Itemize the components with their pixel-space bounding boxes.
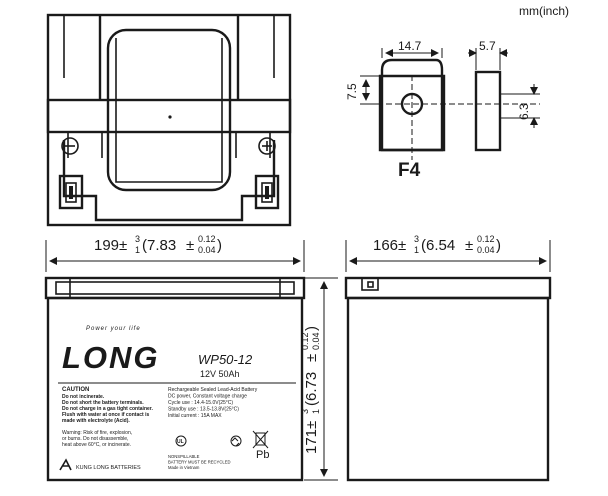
front-view: 199± 3 1 (7.83 ± 0.12 0.04 ) Power your … [44,234,306,482]
spec-text: Rechargeable Sealed Lead-Acid BatteryDC … [168,387,258,419]
terminal-hole-label: 7.5 [345,83,359,100]
warning-text: Warning: Risk of fire, explosion,or burn… [62,430,132,448]
svg-text:UL: UL [177,439,184,445]
spec_lines-line: DC power, Constant voltage charge [168,394,247,400]
spec_lines-line: Rechargeable Sealed Lead-Acid Battery [168,387,258,393]
minus-terminal-icon [61,137,79,155]
recycle_lines-line: Made in Vietnam [168,465,200,470]
label-brand: LONG [62,340,160,375]
side-view: 166± 3 1 (6.54 ± 0.12 0.04 ) [344,234,552,482]
caution_lines-line: Flush with water at once if contact is [62,412,149,418]
label-tagline: Power your life [86,326,141,332]
side-inch-plus: 0.12 [477,234,495,244]
recycle_lines-line: NONSPILLABLE [168,454,200,459]
spec_lines-line: Standby use : 13.5-13.8V(25°C) [168,407,239,413]
label-model: WP50-12 [198,352,253,367]
side-tol-minus: 1 [414,245,419,255]
caution-title: CAUTION [62,387,89,393]
side-pm: ± [465,237,473,254]
caution_lines-line: Do not incinerate. [62,394,105,400]
pb-symbol: Pb [256,449,269,461]
company-name: KUNG LONG BATTERIES [76,465,141,471]
svg-text:199±: 199± [94,237,127,254]
warning_lines-line: Warning: Risk of fire, explosion, [62,430,132,436]
height-dimension: 171± 3 1 (6.73 ± 0.12 0.04 ) [300,277,338,481]
front-length-value: 199 [94,237,119,254]
top-view [46,13,292,227]
caution-text: Do not incinerate.Do not short the batte… [62,394,153,424]
terminal-width-label: 14.7 [398,39,422,53]
terminal-side-label: 5.7 [479,39,496,53]
front-pm: ± [186,237,194,254]
front-tol-plus: 3 [135,234,140,244]
warning_lines-line: or burns. Do not disassemble, [62,436,128,442]
height-close: ) [303,326,320,331]
side-inch-minus: 0.04 [477,245,495,255]
height-inch-minus: 0.04 [311,332,321,350]
spec_lines-line: Cycle use : 14.4-15.0V(25°C) [168,400,233,406]
height-value: 171± [303,421,320,454]
side-width-value: 166 [373,237,398,254]
front-tol-minus: 1 [135,245,140,255]
terminal-detail: 14.7 5.7 7.5 6.3 F4 [345,39,540,181]
ul-icon: UL [175,435,187,447]
height-pm: ± [303,354,320,362]
front-inch-minus: 0.04 [198,245,216,255]
side-tol-plus: 3 [414,234,419,244]
spec_lines-line: Initial current : 15A MAX [168,413,222,419]
battery-label: Power your life LONG WP50-12 12V 50Ah CA… [58,326,296,471]
company-logo-icon [59,458,72,471]
terminal-type-label: F4 [398,160,421,181]
crossed-bin-icon [252,430,269,449]
front-inch-plus: 0.12 [198,234,216,244]
handle-bar [46,98,292,134]
plus-terminal-icon [258,137,276,155]
label-rating: 12V 50Ah [200,369,240,379]
caution_lines-line: Do not short the battery terminals. [62,400,144,406]
recycle_lines-line: BATTERY MUST BE RECYCLED [168,460,231,465]
caution_lines-line: Do not charge in a gas tight container. [62,406,153,412]
front-close: ) [217,237,222,254]
recycle-icon [230,435,242,447]
height-inch-value: (6.73 [303,372,320,406]
caution_lines-line: made with electrolyte (Acid). [62,418,130,424]
height-tol-plus: 3 [300,409,310,414]
terminal-thickness-label: 6.3 [517,103,531,120]
svg-text:166±: 166± [373,237,406,254]
warning_lines-line: heat above 60°C, or incinerate. [62,442,131,448]
height-tol-minus: 1 [311,409,321,414]
front-inch-value: (7.83 [142,237,176,254]
unit-note: mm(inch) [519,4,569,18]
side-close: ) [496,237,501,254]
height-inch-plus: 0.12 [300,332,310,350]
side-inch-value: (6.54 [421,237,455,254]
